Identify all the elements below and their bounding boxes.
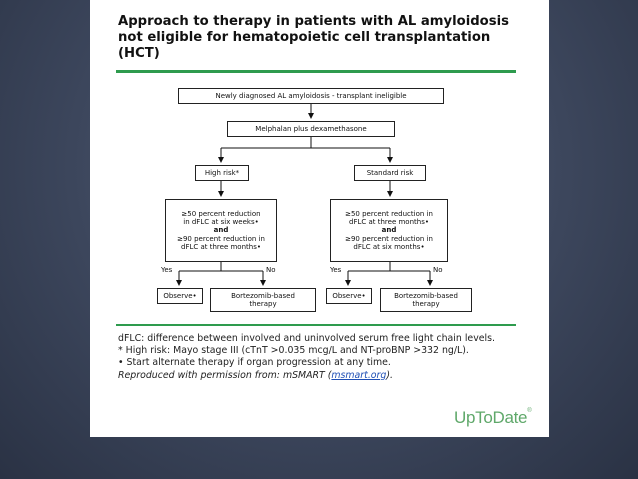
start-node: Newly diagnosed AL amyloidosis - transpl… (178, 88, 444, 104)
high-risk-criteria-node: ≥50 percent reduction in dFLC at six wee… (165, 199, 277, 262)
left-no-label: No (266, 266, 276, 274)
diagram-title: Approach to therapy in patients with AL … (118, 14, 509, 61)
footnote-reproduced: Reproduced with permission from: mSMART … (118, 369, 393, 381)
right-yes-label: Yes (330, 266, 342, 274)
standard-risk-criteria-node: ≥50 percent reduction in dFLC at three m… (330, 199, 448, 262)
msmart-link[interactable]: msmart.org (331, 369, 387, 381)
footnote-dflc: dFLC: difference between involved and un… (118, 333, 495, 344)
flowchart-connectors (176, 104, 433, 286)
top-green-rule (116, 70, 516, 73)
footnote-high-risk: * High risk: Mayo stage III (cTnT >0.035… (118, 345, 469, 357)
right-no-label: No (433, 266, 443, 274)
footnote-alternate: • Start alternate therapy if organ progr… (118, 357, 391, 369)
left-yes-label: Yes (161, 266, 173, 274)
left-bortezomib-node: Bortezomib-based therapy (210, 288, 316, 312)
right-bortezomib-node: Bortezomib-based therapy (380, 288, 472, 312)
right-observe-node: Observe• (326, 288, 372, 304)
uptodate-logo: UpToDate® (454, 408, 532, 427)
slide-card: Approach to therapy in patients with AL … (90, 0, 549, 437)
high-risk-node: High risk* (195, 165, 249, 181)
bottom-green-rule (116, 324, 516, 326)
treatment-node: Melphalan plus dexamethasone (227, 121, 395, 137)
standard-risk-node: Standard risk (354, 165, 426, 181)
footnotes: dFLC: difference between involved and un… (118, 333, 518, 382)
left-observe-node: Observe• (157, 288, 203, 304)
